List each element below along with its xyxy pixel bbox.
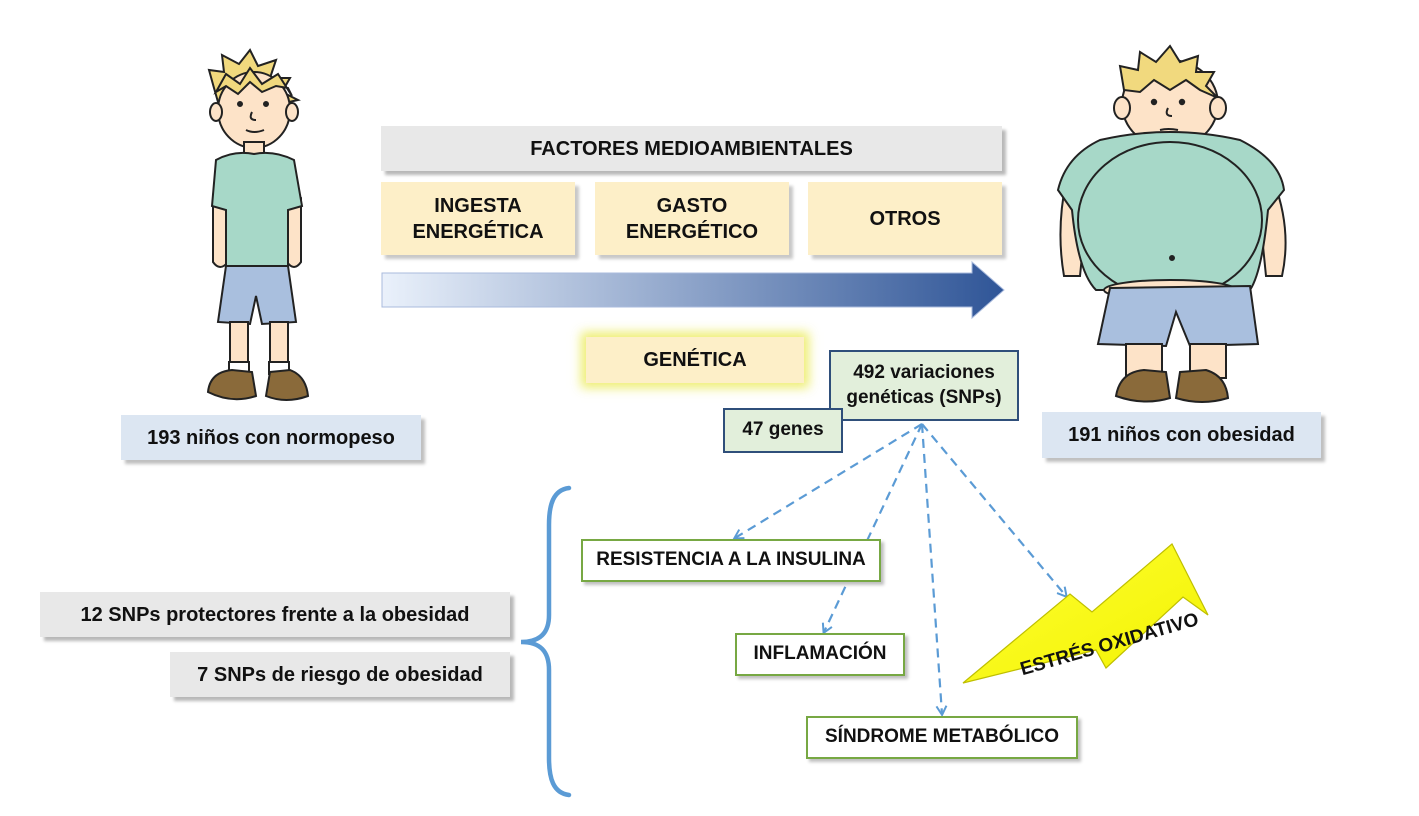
connector-oxidative <box>921 423 1066 596</box>
factor-energy-intake: INGESTA ENERGÉTICA <box>381 182 575 255</box>
genetics-box: GENÉTICA <box>586 337 804 383</box>
progression-arrow <box>381 260 1005 320</box>
obese-group-box: 191 niños con obesidad <box>1042 412 1321 458</box>
genes-box: 47 genes <box>723 408 843 453</box>
protective-snps-label: 12 SNPs protectores frente a la obesidad <box>80 603 470 626</box>
environmental-factors-header: FACTORES MEDIOAMBIENTALES <box>381 126 1002 171</box>
obese-group-label: 191 niños con obesidad <box>1068 424 1295 446</box>
genetic-variations-box: 492 variaciones genéticas (SNPs) <box>829 350 1019 421</box>
connector-insulin <box>735 423 923 538</box>
connector-inflammation <box>824 423 923 632</box>
factor-others: OTROS <box>808 182 1002 255</box>
factor-energy-expenditure-label: GASTO ENERGÉTICO <box>625 194 759 243</box>
protective-snps-box: 12 SNPs protectores frente a la obesidad <box>40 592 510 637</box>
normal-weight-group-box: 193 niños con normopeso <box>121 415 421 460</box>
genes-label: 47 genes <box>742 419 824 441</box>
genetics-label: GENÉTICA <box>643 349 747 371</box>
risk-snps-box: 7 SNPs de riesgo de obesidad <box>170 652 510 697</box>
environmental-factors-title: FACTORES MEDIOAMBIENTALES <box>530 137 853 160</box>
insulin-resistance-box: RESISTENCIA A LA INSULINA <box>581 539 881 582</box>
connector-metabolic <box>920 423 942 714</box>
factor-others-label: OTROS <box>869 207 941 230</box>
dashed-connectors <box>735 423 1066 714</box>
inflammation-box: INFLAMACIÓN <box>735 633 905 676</box>
lightning-bolt-icon <box>962 543 1209 684</box>
risk-snps-label: 7 SNPs de riesgo de obesidad <box>197 663 483 686</box>
inflammation-label: INFLAMACIÓN <box>753 643 887 665</box>
insulin-resistance-label: RESISTENCIA A LA INSULINA <box>596 549 866 571</box>
metabolic-syndrome-label: SÍNDROME METABÓLICO <box>825 726 1059 748</box>
genetic-variations-label: 492 variaciones genéticas (SNPs) <box>846 361 1002 408</box>
metabolic-syndrome-box: SÍNDROME METABÓLICO <box>806 716 1078 759</box>
normal-weight-child-illustration <box>206 48 310 401</box>
obese-child-illustration <box>1056 44 1287 403</box>
curly-brace <box>520 485 572 798</box>
factor-energy-intake-label: INGESTA ENERGÉTICA <box>412 194 544 243</box>
normal-weight-group-label: 193 niños con normopeso <box>147 426 395 449</box>
factor-energy-expenditure: GASTO ENERGÉTICO <box>595 182 789 255</box>
